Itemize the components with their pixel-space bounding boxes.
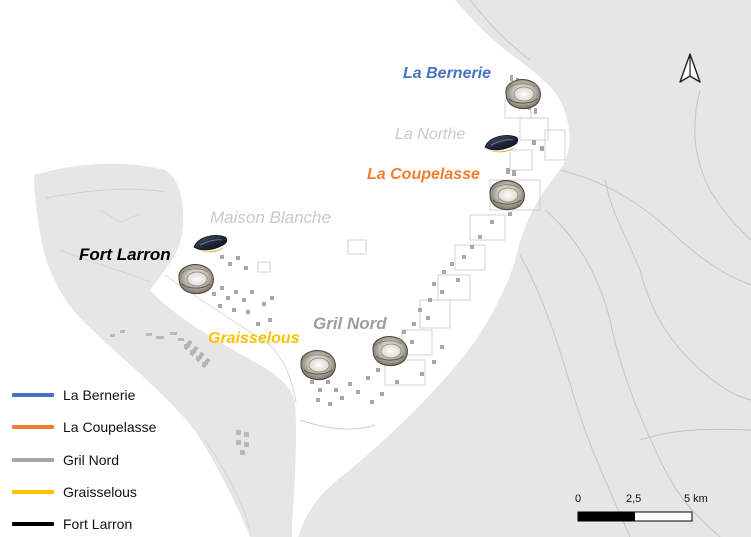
oyster-icon[interactable] xyxy=(505,79,541,110)
legend-item-la-bernerie: La Bernerie xyxy=(12,385,135,405)
legend-item-graisselous: Graisselous xyxy=(12,482,137,502)
legend-line xyxy=(12,393,54,397)
scale-bar xyxy=(577,511,693,522)
island-road xyxy=(45,188,166,199)
oyster-icon[interactable] xyxy=(489,180,525,211)
legend-line xyxy=(12,458,54,462)
port-area xyxy=(183,339,211,369)
scale-label-end: 5 km xyxy=(684,493,708,505)
oyster-icon[interactable] xyxy=(372,336,408,367)
legend-label: Gril Nord xyxy=(63,452,120,468)
label-gril-nord: Gril Nord xyxy=(313,314,387,333)
legend-label: Graisselous xyxy=(63,484,137,500)
island-road xyxy=(204,439,251,531)
legend-line xyxy=(12,522,54,526)
mainland xyxy=(298,0,751,537)
farm-parcels-east xyxy=(257,99,566,386)
scale-label-mid: 2,5 xyxy=(626,493,642,505)
legend-item-fort-larron: Fort Larron xyxy=(12,514,132,534)
noirmoutier-island xyxy=(34,163,296,537)
label-graisselous: Graisselous xyxy=(208,330,300,347)
legend-line xyxy=(12,425,54,429)
north-arrow-icon xyxy=(679,53,701,83)
scale-label-0: 0 xyxy=(575,493,582,505)
label-fort-larron: Fort Larron xyxy=(79,245,171,264)
legend-label: La Bernerie xyxy=(63,387,136,403)
island-road xyxy=(99,209,141,223)
oyster-icon[interactable] xyxy=(300,350,336,381)
label-la-coupelasse: La Coupelasse xyxy=(367,166,480,183)
legend-item-la-coupelasse: La Coupelasse xyxy=(12,417,156,437)
legend-label: Fort Larron xyxy=(63,516,133,532)
farm-tables-west xyxy=(205,255,380,406)
island-road xyxy=(59,249,151,283)
label-la-northe: La Northe xyxy=(395,126,466,143)
label-la-bernerie: La Bernerie xyxy=(403,65,492,82)
legend-item-gril-nord: Gril Nord xyxy=(12,450,119,470)
label-maison-blanche: Maison Blanche xyxy=(210,208,331,227)
legend-label: La Coupelasse xyxy=(63,419,157,435)
mainland-roads xyxy=(469,0,751,537)
legend-line xyxy=(12,490,54,494)
foreshore-line xyxy=(299,419,376,430)
foreshore-line xyxy=(164,274,297,403)
oyster-icon[interactable] xyxy=(178,264,214,295)
